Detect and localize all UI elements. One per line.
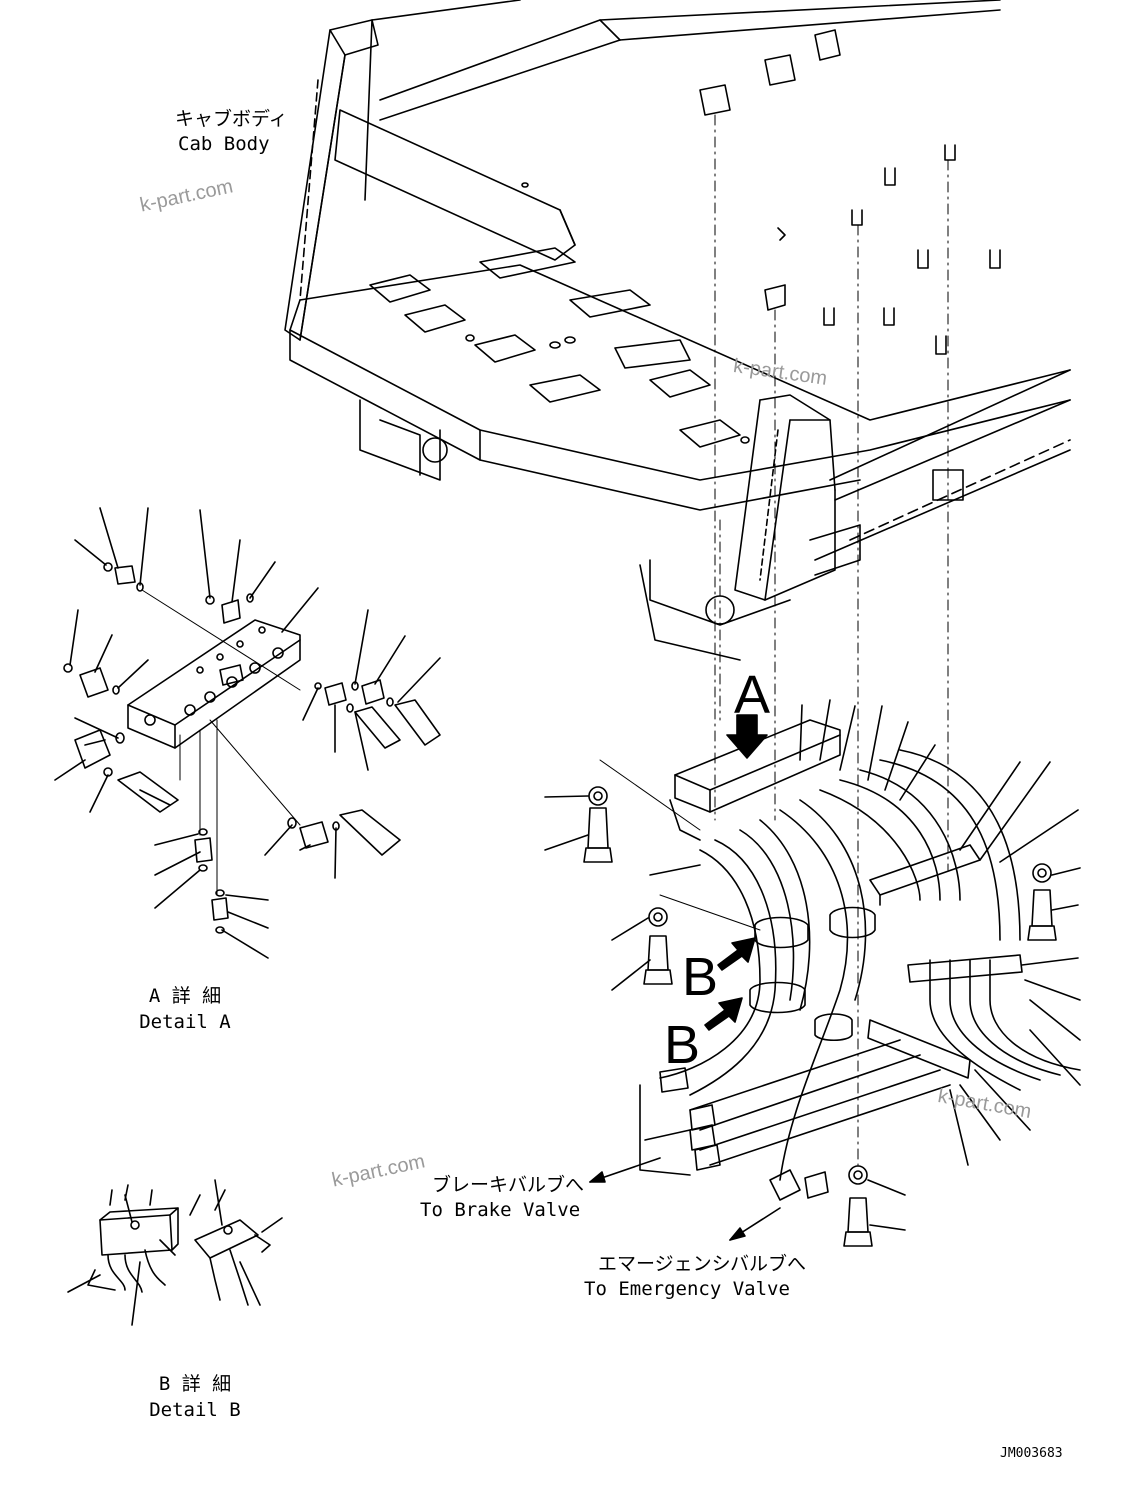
dashed-leaders — [714, 114, 949, 1166]
brake-valve-label-jp: ブレーキバルブへ — [432, 1174, 585, 1196]
cab-body-label-jp: キャブボディ — [175, 108, 288, 130]
view-b-marker-2: B — [664, 1015, 701, 1075]
frame-clips — [777, 144, 1001, 355]
main-hose-assembly — [544, 699, 1081, 1247]
detail-b-assembly — [67, 1179, 283, 1326]
detail-a-label-en: Detail A — [139, 1011, 231, 1033]
view-a-marker: A — [734, 665, 771, 725]
emergency-valve-label-jp: エマージェンシバルブへ — [598, 1253, 807, 1275]
flow-arrows — [589, 1157, 781, 1241]
detail-a-label-jp: A 詳 細 — [148, 985, 222, 1007]
detail-a-assembly — [54, 507, 441, 959]
cab-body-frame — [284, 0, 1071, 661]
view-arrows — [704, 714, 768, 1031]
detail-b-label-jp: B 詳 細 — [158, 1373, 232, 1395]
detail-b-label-en: Detail B — [149, 1399, 241, 1421]
emergency-valve-label-en: To Emergency Valve — [584, 1278, 790, 1300]
brake-valve-label-en: To Brake Valve — [420, 1199, 581, 1221]
view-b-marker-1: B — [682, 947, 719, 1007]
drawing-code: JM003683 — [1000, 1446, 1063, 1461]
cab-body-label-en: Cab Body — [178, 133, 270, 155]
